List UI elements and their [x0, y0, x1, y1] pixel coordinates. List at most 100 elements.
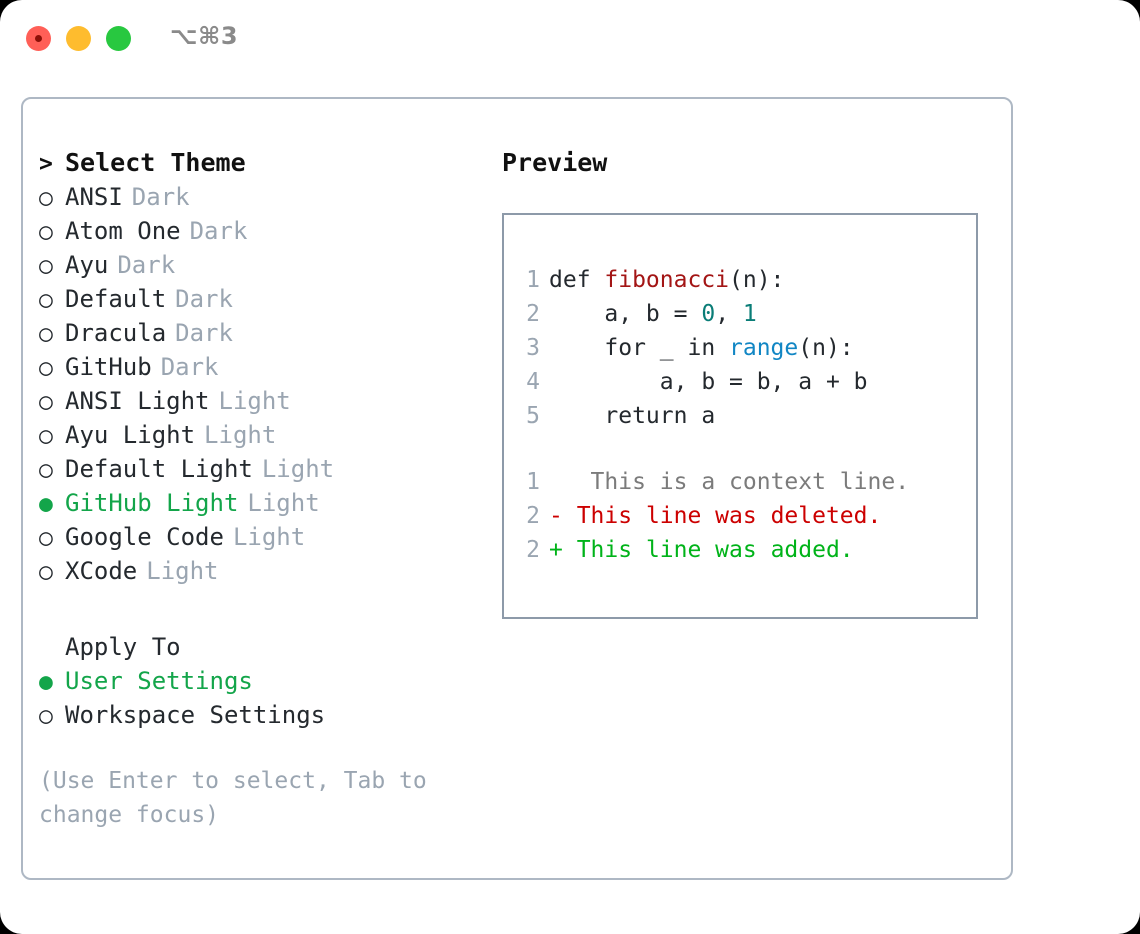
theme-variant-tag: Dark [160, 353, 219, 381]
theme-variant-tag: Light [218, 387, 291, 415]
radio-unselected-icon[interactable]: ○ [39, 559, 53, 585]
theme-list-item[interactable]: ○ Google Code Light [39, 520, 479, 554]
theme-name-label: Dracula [65, 319, 167, 347]
theme-variant-tag: Light [204, 421, 277, 449]
theme-list-item[interactable]: ○ Dracula Dark [39, 316, 479, 350]
radio-unselected-icon[interactable]: ○ [39, 389, 53, 415]
theme-name-label: ANSI Light [65, 387, 210, 415]
window-titlebar: ⌥⌘3 [0, 0, 1140, 78]
line-number: 3 [526, 335, 540, 361]
diff-sample: 1 This is a context line.2- This line wa… [504, 465, 976, 567]
theme-list-item[interactable]: ○ Ayu Dark [39, 248, 479, 282]
radio-unselected-icon[interactable]: ○ [39, 525, 53, 551]
apply-to-item[interactable]: ○ Workspace Settings [39, 698, 479, 732]
apply-to-list: ● User Settings ○ Workspace Settings [39, 664, 479, 732]
section-spacer [39, 588, 479, 630]
close-button[interactable] [26, 26, 51, 51]
line-number: 5 [526, 403, 540, 429]
diff-text: This is a context line. [562, 469, 910, 495]
code-token: (n): [729, 267, 785, 293]
theme-name-label: Atom One [65, 217, 181, 245]
theme-list-item[interactable]: ○ Default Light Light [39, 452, 479, 486]
theme-name-label: GitHub Light [65, 489, 239, 517]
radio-selected-icon[interactable]: ● [39, 669, 53, 695]
theme-variant-tag: Dark [175, 319, 233, 347]
theme-name-label: Ayu Light [65, 421, 196, 449]
apply-to-header: Apply To [39, 630, 479, 664]
diff-sign: - [549, 503, 563, 529]
code-token: return a [549, 403, 716, 429]
code-token: , [715, 301, 743, 327]
apply-to-item[interactable]: ● User Settings [39, 664, 479, 698]
diff-sign: + [549, 537, 563, 563]
line-number: 1 [526, 267, 540, 293]
code-token: a, b = b, a + b [549, 369, 868, 395]
diff-spacer [504, 433, 976, 465]
theme-list-item[interactable]: ● GitHub Light Light [39, 486, 479, 520]
line-number: 2 [526, 503, 540, 529]
theme-name-label: XCode [65, 557, 138, 585]
theme-list-item[interactable]: ○ ANSI Dark [39, 180, 479, 214]
radio-unselected-icon[interactable]: ○ [39, 219, 53, 245]
code-token: 0 [701, 301, 716, 327]
theme-variant-tag: Light [232, 523, 306, 551]
theme-variant-tag: Dark [117, 251, 176, 279]
radio-unselected-icon[interactable]: ○ [39, 185, 53, 211]
theme-name-label: Default Light [65, 455, 253, 483]
radio-unselected-icon[interactable]: ○ [39, 355, 53, 381]
radio-unselected-icon[interactable]: ○ [39, 253, 53, 279]
diff-sign [549, 469, 563, 495]
minimize-button[interactable] [66, 26, 91, 51]
theme-list-item[interactable]: ○ GitHub Dark [39, 350, 479, 384]
keyboard-hint-text: (Use Enter to select, Tab to change focu… [39, 768, 427, 828]
code-token: range [729, 335, 799, 361]
diff-line: 2 + This line was added. [504, 533, 976, 567]
diff-line: 1 This is a context line. [504, 465, 976, 499]
select-theme-label: Select Theme [65, 148, 246, 177]
select-theme-header: > Select Theme [39, 146, 479, 180]
radio-unselected-icon[interactable]: ○ [39, 703, 53, 729]
code-token: def [549, 267, 605, 293]
line-number: 2 [526, 301, 540, 327]
theme-variant-tag: Light [146, 557, 219, 585]
apply-to-label-text: Workspace Settings [65, 701, 326, 729]
theme-name-label: Google Code [65, 523, 224, 551]
diff-text: This line was deleted. [562, 503, 882, 529]
theme-variant-tag: Dark [131, 183, 190, 211]
code-token: fibonacci [604, 267, 730, 293]
theme-name-label: Default [65, 285, 167, 313]
radio-selected-icon[interactable]: ● [39, 491, 53, 517]
radio-unselected-icon[interactable]: ○ [39, 287, 53, 313]
theme-variant-tag: Light [261, 455, 335, 483]
radio-unselected-icon[interactable]: ○ [39, 321, 53, 347]
caret-icon: > [39, 151, 53, 177]
code-token: a, b = [549, 301, 702, 327]
theme-name-label: GitHub [65, 353, 152, 381]
theme-name-label: ANSI [65, 183, 123, 211]
theme-variant-tag: Light [247, 489, 320, 517]
line-number: 2 [526, 537, 540, 563]
theme-list-item[interactable]: ○ XCode Light [39, 554, 479, 588]
code-line: 3 for _ in range(n): [504, 331, 976, 365]
theme-variant-tag: Dark [189, 217, 248, 245]
theme-name-label: Ayu [65, 251, 109, 279]
apply-to-label-text: User Settings [65, 667, 253, 695]
theme-list-item[interactable]: ○ Ayu Light Light [39, 418, 479, 452]
code-token: 1 [742, 301, 757, 327]
keyboard-shortcut-label: ⌥⌘3 [170, 22, 239, 50]
apply-to-label: Apply To [65, 633, 181, 661]
radio-unselected-icon[interactable]: ○ [39, 423, 53, 449]
line-number: 1 [526, 469, 540, 495]
zoom-button[interactable] [106, 26, 131, 51]
diff-line: 2- This line was deleted. [504, 499, 976, 533]
diff-text: This line was added. [562, 537, 854, 563]
theme-list-item[interactable]: ○ ANSI Light Light [39, 384, 479, 418]
code-line: 4 a, b = b, a + b [504, 365, 976, 399]
radio-unselected-icon[interactable]: ○ [39, 457, 53, 483]
theme-list-item[interactable]: ○ Atom One Dark [39, 214, 479, 248]
